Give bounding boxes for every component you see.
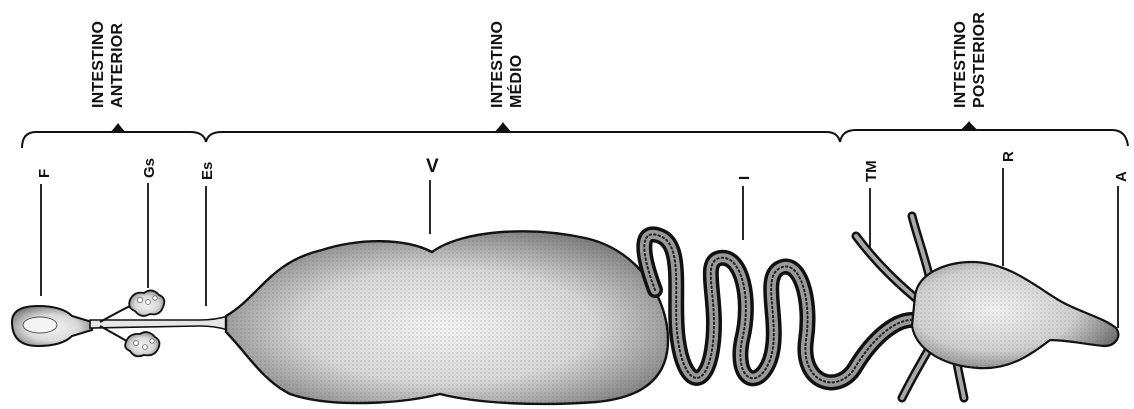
region-posterior-line1: INTESTINO bbox=[952, 21, 969, 108]
esophagus bbox=[90, 316, 228, 330]
region-braces bbox=[22, 123, 1128, 148]
pharynx bbox=[12, 306, 92, 346]
region-label-medio: INTESTINO MÉDIO bbox=[489, 21, 525, 108]
label-Gs: Gs bbox=[141, 158, 158, 178]
label-V: V bbox=[426, 156, 439, 177]
rectum bbox=[912, 262, 1118, 368]
label-Es: Es bbox=[199, 162, 216, 180]
region-medio-line1: INTESTINO bbox=[489, 21, 506, 108]
region-anterior-line2: ANTERIOR bbox=[109, 23, 126, 108]
label-A: A bbox=[1113, 171, 1130, 182]
label-I: I bbox=[736, 176, 753, 180]
region-posterior-line2: POSTERIOR bbox=[971, 12, 988, 108]
label-R: R bbox=[1000, 151, 1017, 162]
region-label-anterior: INTESTINO ANTERIOR bbox=[90, 21, 126, 108]
brace-anterior bbox=[22, 125, 206, 148]
brace-posterior bbox=[840, 123, 1128, 146]
region-anterior-line1: INTESTINO bbox=[90, 21, 107, 108]
region-medio-line2: MÉDIO bbox=[506, 55, 525, 108]
brace-medio bbox=[206, 124, 840, 142]
label-TM: TM bbox=[863, 160, 880, 182]
region-label-posterior: INTESTINO POSTERIOR bbox=[952, 12, 988, 108]
ventriculus bbox=[226, 231, 668, 404]
label-F: F bbox=[36, 169, 53, 178]
